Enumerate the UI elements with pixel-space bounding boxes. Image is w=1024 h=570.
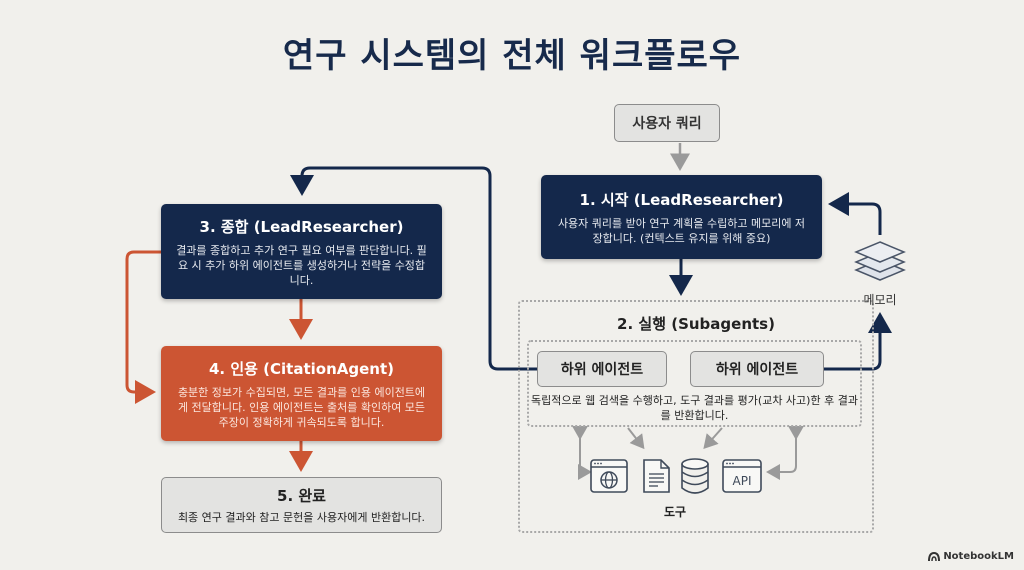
subagent-box: 하위 에이전트	[537, 351, 667, 387]
step-start-heading: 1. 시작 (LeadResearcher)	[579, 190, 784, 209]
web-browser-icon	[590, 459, 628, 493]
step-execute-heading: 2. 실행 (Subagents)	[617, 315, 775, 333]
subagent-box: 하위 에이전트	[690, 351, 824, 387]
tools-label: 도구	[663, 505, 687, 519]
document-icon	[643, 459, 670, 493]
arrow-memory-to-start	[828, 192, 882, 235]
step-citation-box: 4. 인용 (CitationAgent) 충분한 정보가 수집되면, 모든 결…	[161, 346, 442, 441]
subagent-label: 하위 에이전트	[560, 362, 644, 378]
notebooklm-logo-icon	[928, 552, 941, 561]
user-query-label: 사용자 쿼리	[632, 116, 702, 132]
arrow-tool-web	[572, 426, 592, 480]
arrow-synthesis-loop-to-citation	[125, 250, 161, 404]
step-citation-heading: 4. 인용 (CitationAgent)	[209, 359, 394, 378]
page-title: 연구 시스템의 전체 워크플로우	[282, 36, 742, 76]
step-start-description: 사용자 쿼리를 받아 연구 계획을 수립하고 메모리에 저장합니다. (컨텍스트…	[557, 216, 806, 245]
arrow-tool-db	[703, 427, 723, 449]
step-citation-description: 충분한 정보가 수집되면, 모든 결과를 인용 에이전트에게 전달합니다. 인용…	[177, 385, 426, 429]
api-text: API	[733, 474, 752, 488]
database-icon	[681, 458, 709, 494]
execution-group	[518, 300, 874, 533]
memory-layers-icon	[854, 241, 906, 281]
arrow-tool-doc	[627, 427, 645, 450]
user-query-box: 사용자 쿼리	[614, 104, 720, 142]
step-complete-heading: 5. 완료	[277, 487, 326, 505]
step-synthesis-description: 결과를 종합하고 추가 연구 필요 여부를 판단합니다. 필요 시 추가 하위 …	[176, 243, 427, 287]
subagent-label: 하위 에이전트	[715, 362, 799, 378]
step-execute-description: 독립적으로 웹 검색을 수행하고, 도구 결과를 평가(교차 사고)한 후 결과…	[531, 394, 858, 422]
step-complete-description: 최종 연구 결과와 참고 문헌을 사용자에게 반환합니다.	[177, 511, 426, 524]
brand-name: NotebookLM	[943, 551, 1014, 562]
api-icon: API	[722, 459, 762, 493]
step-complete-box: 5. 완료 최종 연구 결과와 참고 문헌을 사용자에게 반환합니다.	[161, 477, 442, 533]
arrow-subagent-to-synthesis	[290, 166, 537, 371]
step-start-box: 1. 시작 (LeadResearcher) 사용자 쿼리를 받아 연구 계획을…	[541, 175, 822, 259]
memory-label: 메모리	[863, 293, 897, 307]
arrow-tool-api	[766, 426, 804, 480]
step-synthesis-heading: 3. 종합 (LeadResearcher)	[199, 217, 404, 236]
step-synthesis-box: 3. 종합 (LeadResearcher) 결과를 종합하고 추가 연구 필요…	[161, 204, 442, 299]
subagents-group	[527, 340, 862, 427]
brand-watermark: NotebookLM	[928, 551, 1014, 562]
